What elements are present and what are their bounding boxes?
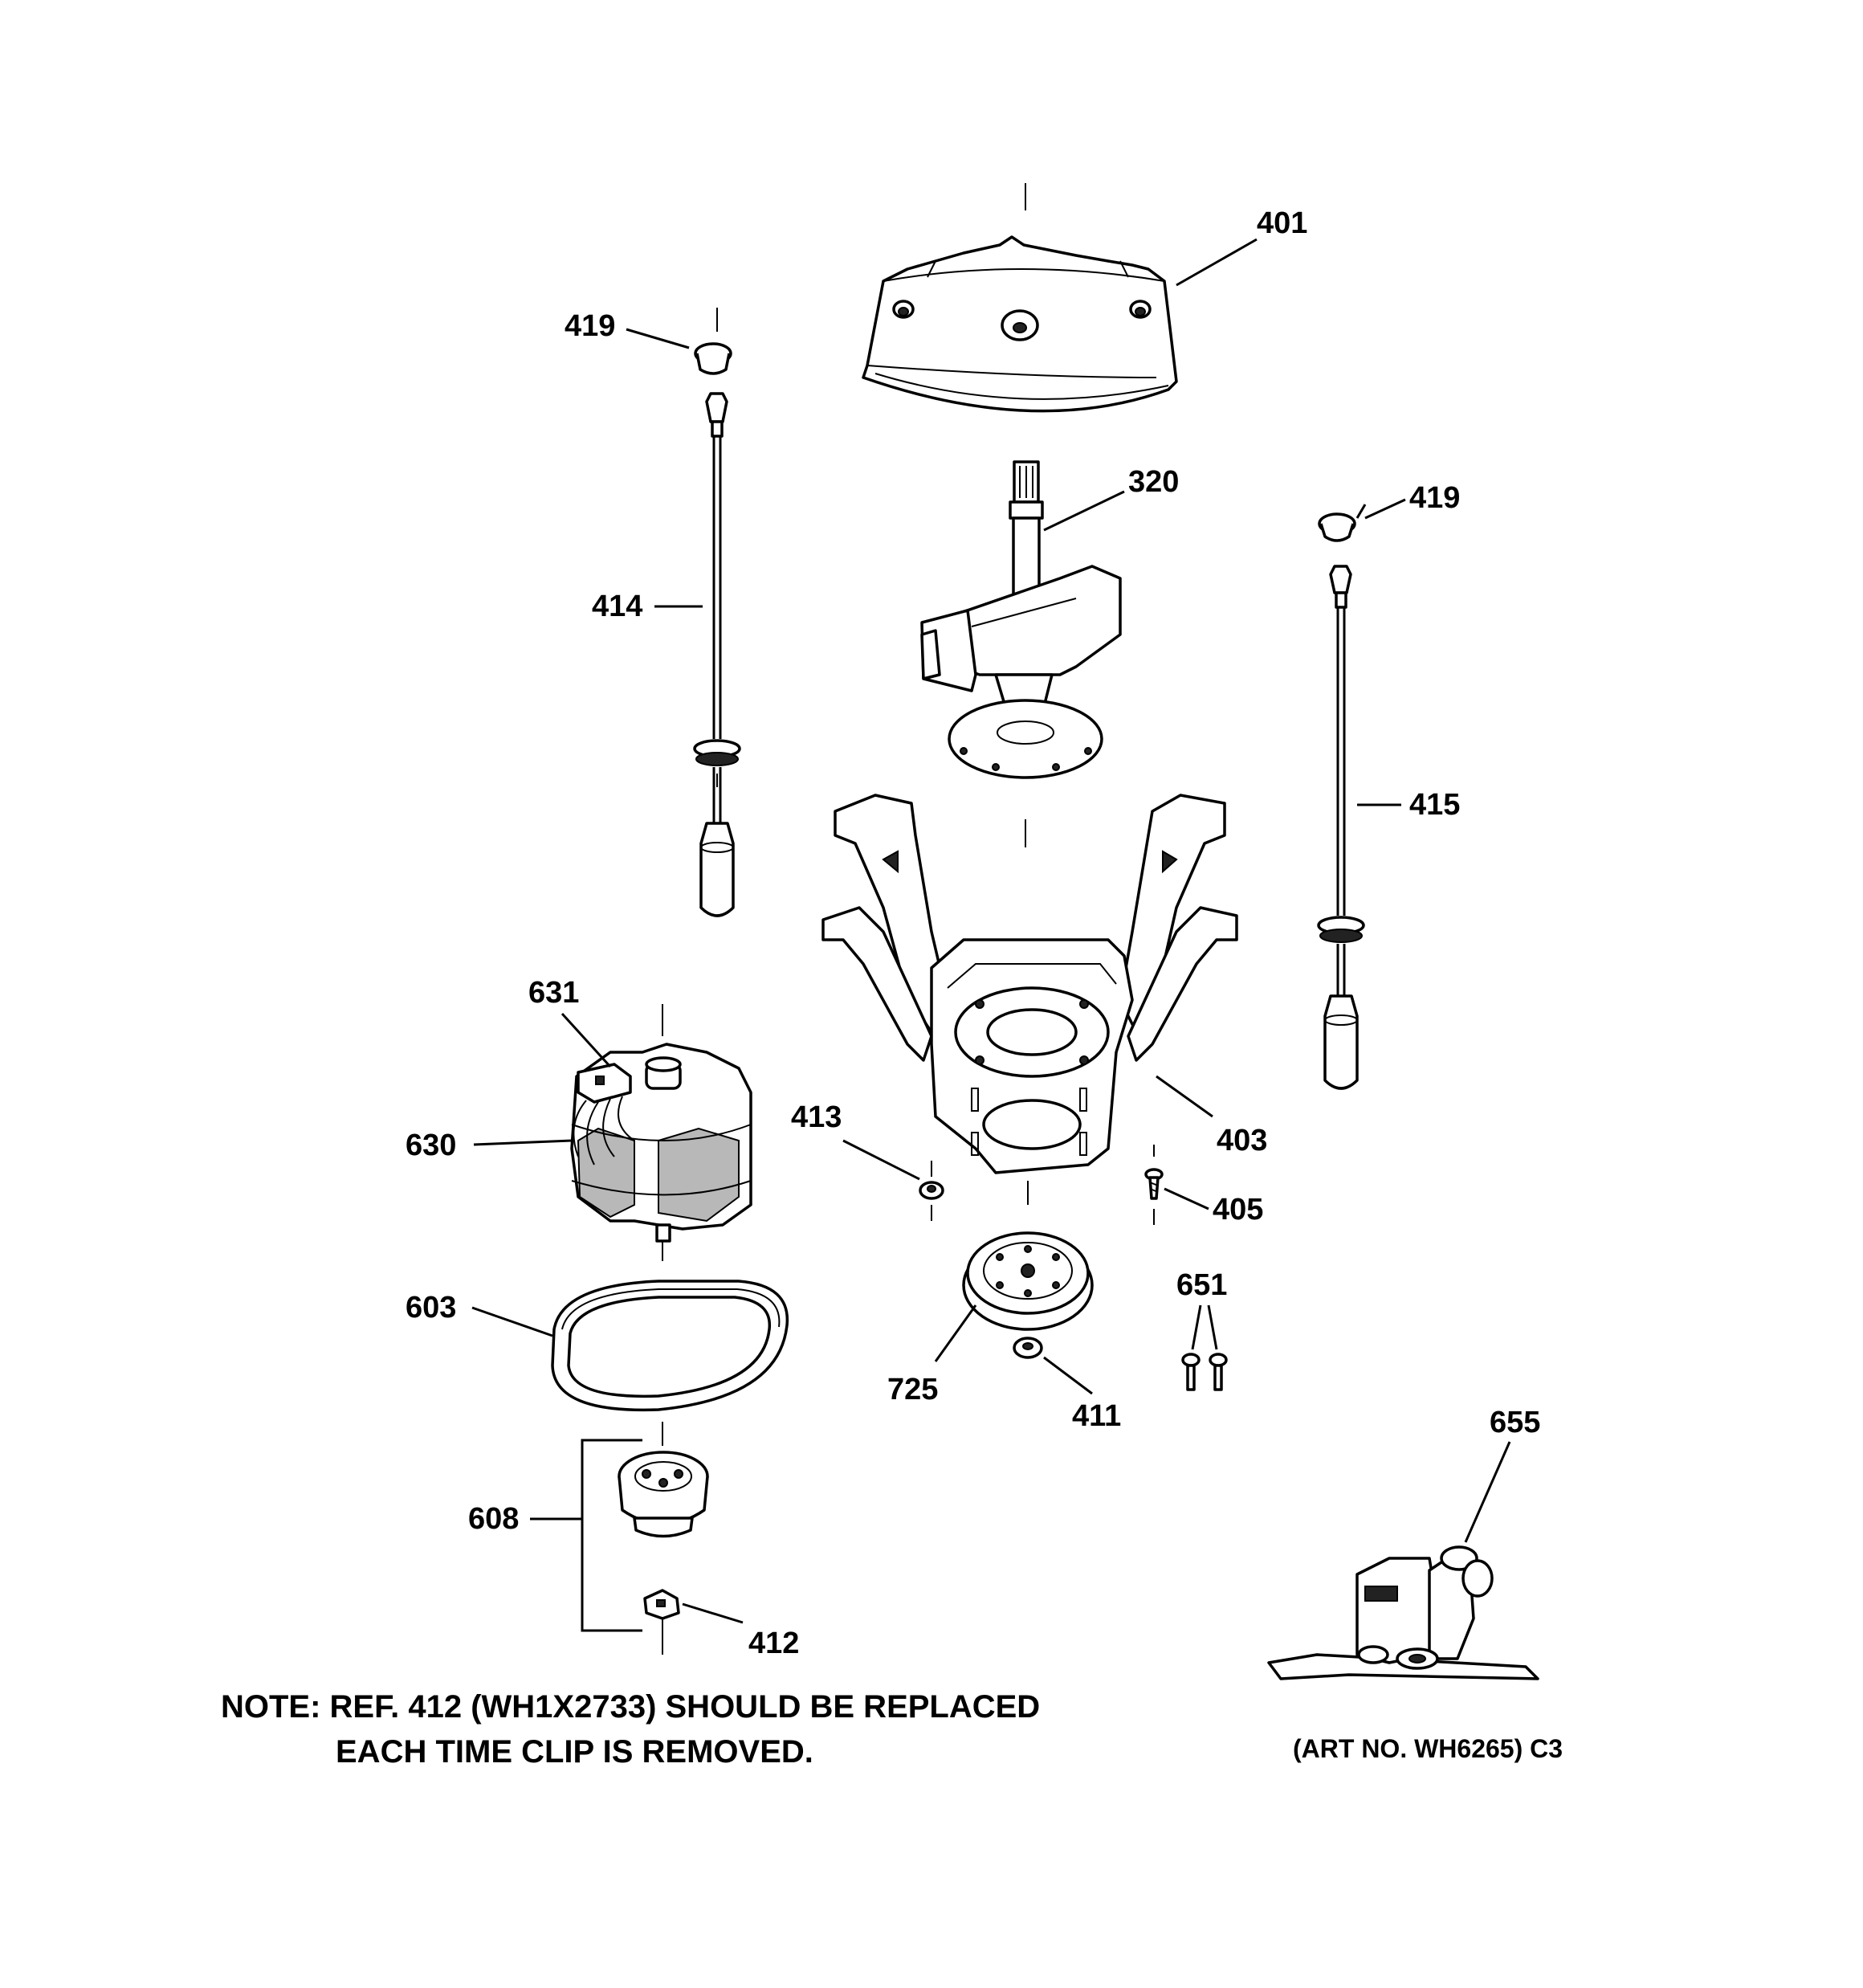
part-655-pump <box>1267 1545 1539 1680</box>
part-415-suspension-rod <box>1317 565 1365 1090</box>
part-413-nut <box>919 1181 944 1200</box>
note-line-2: EACH TIME CLIP IS REMOVED. <box>336 1734 813 1770</box>
part-320-transmission <box>920 460 1122 779</box>
label-403: 403 <box>1217 1124 1267 1157</box>
part-608-clutch <box>618 1451 709 1538</box>
label-320: 320 <box>1128 465 1179 499</box>
label-603: 603 <box>406 1291 456 1325</box>
part-419-cap-right <box>1318 512 1356 542</box>
part-603-belt <box>551 1280 789 1412</box>
label-725: 725 <box>887 1373 938 1406</box>
label-608: 608 <box>468 1502 519 1536</box>
part-608-bracket-line <box>530 1439 642 1632</box>
label-655: 655 <box>1490 1406 1540 1439</box>
leader-lines <box>471 238 1511 1624</box>
label-415: 415 <box>1409 788 1460 822</box>
label-413: 413 <box>791 1100 842 1134</box>
note-block: NOTE: REF. 412 (WH1X2733) SHOULD BE REPL… <box>221 1689 1040 1770</box>
art-number: (ART NO. WH6265) C3 <box>1293 1734 1563 1763</box>
part-419-cap-left <box>694 342 732 375</box>
part-725-pulley <box>962 1231 1094 1331</box>
part-405-screw <box>1144 1168 1164 1200</box>
label-651: 651 <box>1176 1268 1227 1302</box>
part-412-clip <box>643 1589 680 1620</box>
label-419-left: 419 <box>565 309 615 343</box>
label-419-right: 419 <box>1409 481 1460 515</box>
label-405: 405 <box>1213 1193 1263 1227</box>
part-403-mount-bracket <box>821 794 1238 1174</box>
label-630: 630 <box>406 1129 456 1162</box>
label-412: 412 <box>748 1627 799 1660</box>
part-number-labels: 401 419 419 320 414 415 631 630 413 403 … <box>406 206 1540 1660</box>
label-414: 414 <box>592 590 642 623</box>
note-line-1: NOTE: REF. 412 (WH1X2733) SHOULD BE REPL… <box>221 1689 1040 1725</box>
part-651-screws <box>1181 1353 1228 1391</box>
part-401-tub-cover <box>862 235 1178 413</box>
part-411-nut <box>1013 1337 1043 1359</box>
label-401: 401 <box>1257 206 1307 240</box>
part-414-suspension-rod <box>693 392 741 917</box>
label-631: 631 <box>528 976 579 1010</box>
part-631-motor-switch <box>573 1063 635 1165</box>
label-411: 411 <box>1072 1399 1121 1433</box>
